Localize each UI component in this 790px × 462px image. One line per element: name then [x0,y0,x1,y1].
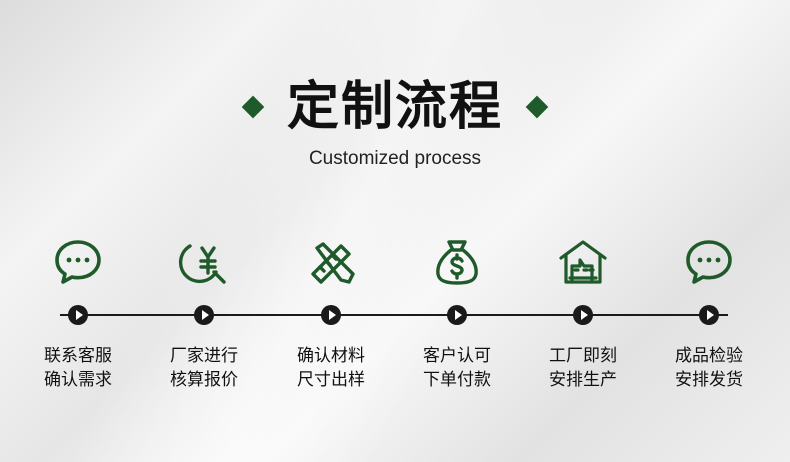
money-bag-icon [402,236,512,288]
step-2: 厂家进行 核算报价 [149,236,259,390]
page-subtitle: Customized process [308,148,482,169]
step-label: 确认材料 尺寸出样 [297,346,365,390]
chat-bubble-icon [23,236,133,288]
timeline-line [60,314,728,316]
step-1: 联系客服 确认需求 [23,236,133,390]
step-4: 客户认可 下单付款 [402,236,512,390]
chat-bubble-icon [654,236,764,288]
step-label: 工厂即刻 安排生产 [549,346,617,390]
timeline-dot [699,305,719,325]
step-3: 确认材料 尺寸出样 [276,236,386,390]
header: 定制流程 Customized process [0,72,790,170]
process-steps: 联系客服 确认需求 厂家进行 核算报价 确认材料 [0,236,790,396]
title-row: 定制流程 [0,72,790,142]
step-6: 成品检验 安排发货 [654,236,764,390]
page-title: 定制流程 [286,77,503,137]
ruler-pencil-icon [276,236,386,288]
yen-search-icon [149,236,259,288]
right-diamond-icon [525,95,549,119]
timeline-dot [447,305,467,325]
left-diamond-icon [241,95,265,119]
timeline-dot [194,305,214,325]
timeline-dot [321,305,341,325]
step-label: 联系客服 确认需求 [44,346,112,390]
step-5: 工厂即刻 安排生产 [528,236,638,390]
timeline-dot [68,305,88,325]
timeline-dot [573,305,593,325]
factory-icon [528,236,638,288]
step-label: 成品检验 安排发货 [675,346,743,390]
step-label: 厂家进行 核算报价 [170,346,238,390]
step-label: 客户认可 下单付款 [423,346,491,390]
